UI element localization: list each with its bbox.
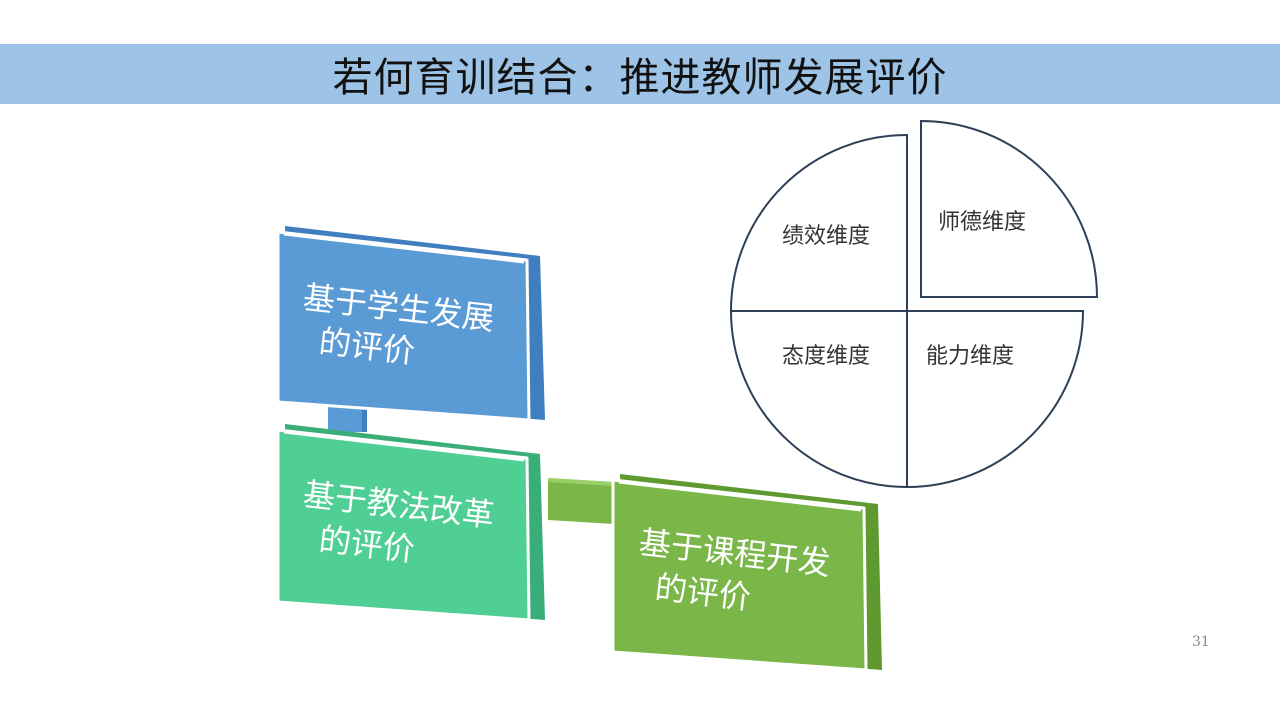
pie-label-ability: 能力维度	[926, 344, 1014, 369]
pie-label-ethics: 师德维度	[938, 210, 1026, 235]
slide-title: 若何育训结合：推进教师发展评价	[332, 55, 948, 101]
pie-segment-attitude	[729, 310, 908, 489]
pie-label-performance: 绩效维度	[782, 224, 870, 249]
pie-segment-performance	[729, 133, 908, 312]
box-curriculum-development: 基于课程开发 的评价	[611, 474, 882, 672]
pie-segment-ability	[906, 310, 1085, 489]
box-teaching-reform: 基于教法改革 的评价	[276, 424, 545, 622]
pie-segment-ethics	[920, 119, 1099, 298]
pie-label-attitude: 态度维度	[782, 344, 870, 369]
connector-teal-green	[548, 478, 614, 524]
page-number: 31	[1192, 634, 1210, 650]
box-student-development: 基于学生发展 的评价	[276, 226, 545, 422]
pie-chart	[729, 119, 1099, 489]
title-bar: 若何育训结合：推进教师发展评价	[0, 44, 1280, 104]
